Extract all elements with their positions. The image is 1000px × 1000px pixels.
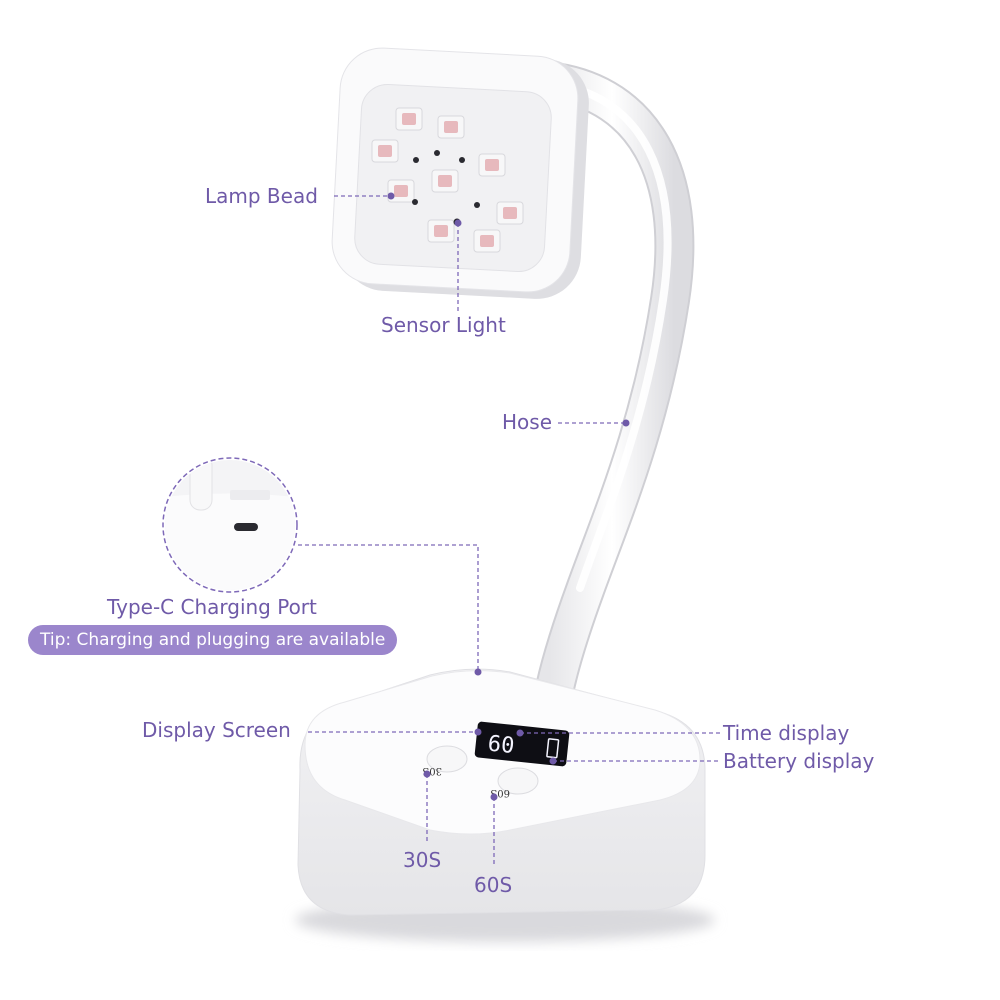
time-display-label: Time display: [723, 721, 850, 745]
tip-badge: Tip: Charging and plugging are available: [28, 625, 398, 655]
button-30s-label: 30S: [422, 765, 442, 776]
lamp-bead: [496, 201, 524, 225]
button-60s-label: 60S: [490, 787, 510, 798]
button-30s[interactable]: [426, 745, 468, 773]
lamp-head: [331, 47, 589, 299]
leader-lines: [298, 192, 720, 867]
battery-display-label: Battery display: [723, 749, 875, 773]
usb-c-port: [234, 523, 258, 531]
charging-port-inset: [162, 457, 298, 593]
hose-label: Hose: [502, 410, 552, 434]
lamp-bead: [395, 107, 423, 131]
base: 60 30S 60S: [297, 668, 706, 916]
display-screen: [474, 721, 570, 767]
sensor-light-label: Sensor Light: [381, 313, 506, 337]
lamp-bead: [437, 115, 465, 139]
lamp-beads: [371, 107, 524, 253]
display-screen-label: Display Screen: [142, 718, 291, 742]
lamp-bead: [427, 219, 455, 243]
button-60s[interactable]: [497, 767, 539, 795]
lamp-bead: [371, 139, 399, 163]
type-c-port-label: Type-C Charging Port: [107, 595, 317, 619]
lamp-bead-label: Lamp Bead: [205, 184, 318, 208]
hose: [530, 62, 695, 740]
time-display: 60: [487, 731, 516, 759]
lamp-bead: [478, 153, 506, 177]
lamp-bead: [431, 169, 459, 193]
lamp-bead: [387, 179, 415, 203]
battery-icon: [546, 738, 560, 759]
60s-label: 60S: [474, 873, 513, 897]
30s-label: 30S: [403, 848, 442, 872]
lamp-bead: [473, 229, 501, 253]
